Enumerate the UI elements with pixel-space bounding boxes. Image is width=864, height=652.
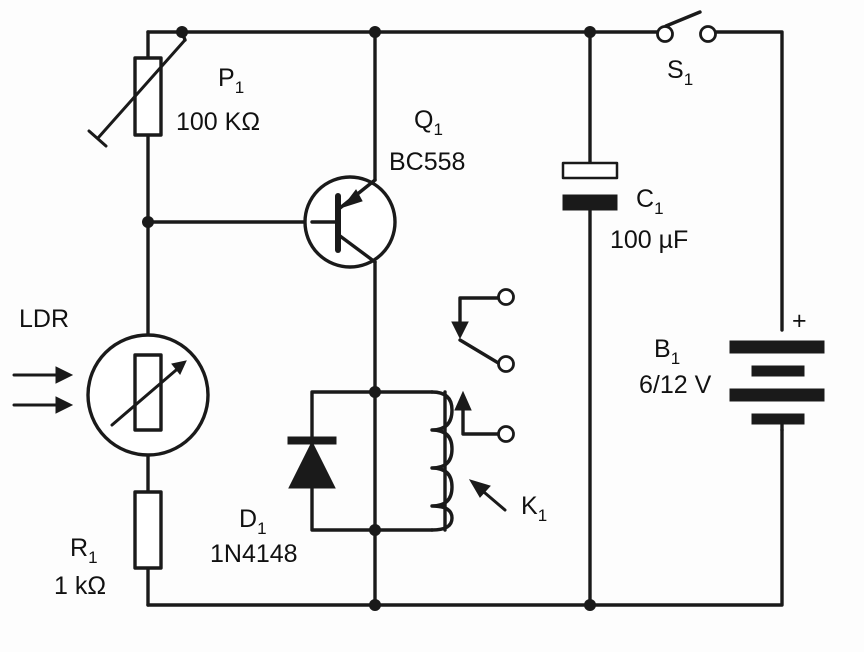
s1-ref-label: S1 xyxy=(667,56,693,89)
b1-value-label: 6/12 V xyxy=(639,371,712,399)
junction-dot xyxy=(369,26,381,38)
switch-lever xyxy=(664,10,702,28)
junction-dot xyxy=(369,386,381,398)
ldr-photoresistor xyxy=(12,333,210,457)
diode-d1 xyxy=(287,436,337,489)
relay-contact-no xyxy=(497,288,515,306)
bottom-rail-wire xyxy=(146,428,784,607)
relay-switch-blade xyxy=(458,338,502,366)
labels: P1 100 KΩ Q1 BC558 C1 100 µF S1 LDR B1 6… xyxy=(19,56,807,600)
switch-contact-left xyxy=(656,25,674,43)
junction-dot xyxy=(584,26,596,38)
junction-dot xyxy=(142,216,154,228)
potentiometer-arrow xyxy=(87,38,187,148)
transistor-q1 xyxy=(303,175,397,269)
transistor-circle xyxy=(303,175,397,269)
relay-pointer-head xyxy=(468,479,491,498)
relay-armature-arrow xyxy=(454,390,472,411)
c1-ref-label: C1 xyxy=(636,185,664,218)
d1-ref-label: D1 xyxy=(239,505,267,538)
resistor-r1 xyxy=(133,490,163,570)
relay-contact-top-wire xyxy=(458,296,502,327)
switch-contact-right xyxy=(699,25,717,43)
d1-value-label: 1N4148 xyxy=(210,540,298,568)
battery-b1 xyxy=(729,340,825,432)
relay-k1 xyxy=(430,288,515,532)
battery-cell-1-long xyxy=(729,340,825,354)
light-arrow-upper-head xyxy=(55,366,74,384)
q1-value-label: BC558 xyxy=(389,148,465,176)
relay-coil xyxy=(430,390,454,532)
junction-dot xyxy=(369,599,381,611)
relay-contact-common xyxy=(497,355,515,373)
diode-cathode-bar xyxy=(287,436,337,445)
transistor-collector xyxy=(338,234,377,264)
junction-dot xyxy=(584,599,596,611)
battery-cell-2-long xyxy=(729,388,825,402)
ldr-arrow-head xyxy=(171,360,187,375)
relay-armature xyxy=(461,406,502,436)
light-arrows xyxy=(12,366,74,414)
coil-leads-wire xyxy=(373,390,434,532)
r1-value-label: 1 kΩ xyxy=(54,572,106,600)
relay-contact-top-arrow xyxy=(451,321,469,340)
capacitor-c1 xyxy=(561,161,619,211)
wires xyxy=(146,30,784,607)
battery-cell-2-short xyxy=(751,413,805,425)
r1-ref-label: R1 xyxy=(70,534,98,567)
relay-contact-nc xyxy=(497,425,515,443)
q1-ref-label: Q1 xyxy=(414,106,443,139)
junctions xyxy=(142,26,596,611)
junction-dot xyxy=(176,26,188,38)
light-arrow-lower-head xyxy=(55,396,74,414)
top-rail-wire xyxy=(146,30,784,332)
potentiometer-p1 xyxy=(87,30,187,148)
transistor-emitter-arrow xyxy=(341,189,363,208)
b1-ref-label: B1 xyxy=(654,335,680,368)
battery-cell-1-short xyxy=(751,365,805,377)
junction-dot xyxy=(369,524,381,536)
diode-triangle xyxy=(288,440,336,489)
switch-s1 xyxy=(656,10,717,43)
b1-polarity-label: + xyxy=(792,307,807,335)
ldr-variable-arrow xyxy=(110,363,184,427)
resistor-body xyxy=(133,490,163,570)
ldr-label: LDR xyxy=(19,305,69,333)
p1-ref-label: P1 xyxy=(218,64,244,97)
c1-value-label: 100 µF xyxy=(610,226,688,254)
k1-ref-label: K1 xyxy=(521,492,547,525)
capacitor-plate-negative xyxy=(562,194,618,211)
diode-loop-wire xyxy=(310,390,377,532)
capacitor-plate-positive xyxy=(561,161,619,180)
p1-value-label: 100 KΩ xyxy=(176,108,260,136)
